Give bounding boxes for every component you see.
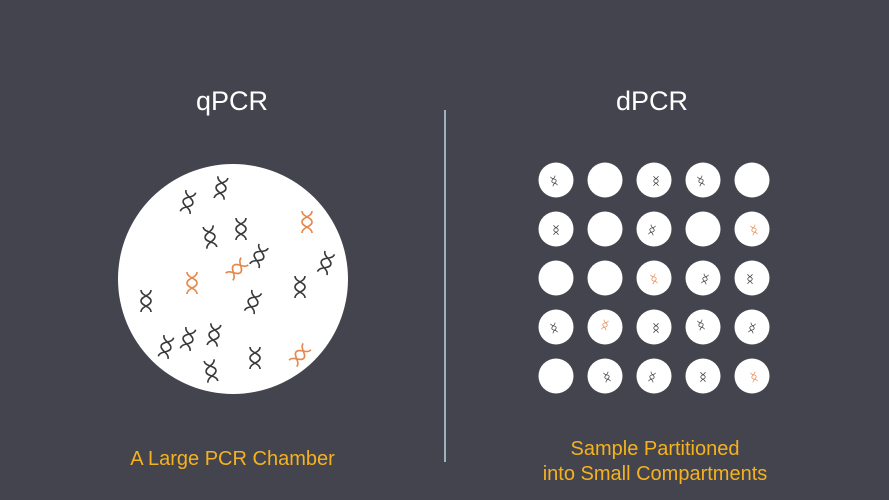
partition-well [685, 309, 721, 345]
partition-well [685, 211, 721, 247]
partition-well [734, 309, 770, 345]
dna-icon [653, 175, 659, 187]
dna-icon [203, 359, 219, 383]
dpcr-caption-line1: Sample Partitioned [570, 438, 740, 460]
partition-well [538, 260, 574, 296]
dna-icon [213, 176, 229, 200]
dna-icon [202, 225, 218, 249]
dna-icon [235, 217, 247, 241]
partition-well [636, 260, 672, 296]
dna-icon [603, 371, 611, 383]
dna-icon [550, 175, 558, 187]
partition-well [587, 162, 623, 198]
dna-icon [653, 322, 659, 334]
dna-icon [701, 273, 709, 285]
divider [444, 110, 446, 462]
partition-well [538, 211, 574, 247]
dna-icon [249, 243, 269, 269]
dna-icon [243, 289, 263, 315]
dna-target-icon [186, 271, 198, 295]
dna-target-icon [601, 319, 609, 331]
dna-icon [648, 371, 656, 383]
dna-icon [206, 323, 222, 347]
qpcr-caption: A Large PCR Chamber [130, 448, 335, 470]
dna-target-icon [650, 273, 658, 285]
dna-target-icon [225, 257, 249, 281]
dna-icon [179, 189, 197, 215]
dpcr-caption: Sample Partitioned into Small Compartmen… [505, 437, 805, 487]
partition-well [538, 358, 574, 394]
dna-icon [697, 175, 705, 187]
dna-icon [294, 275, 306, 299]
dna-target-icon [288, 342, 312, 368]
dna-icon [316, 250, 336, 276]
dna-icon [157, 334, 175, 360]
dna-icon [748, 322, 756, 334]
partition-well [685, 358, 721, 394]
dna-icon [140, 289, 152, 313]
dpcr-title: dPCR [615, 86, 689, 116]
dna-icon [700, 371, 706, 383]
qpcr-title: qPCR [195, 86, 269, 116]
partition-well [734, 162, 770, 198]
dpcr-caption-line2: into Small Compartments [542, 463, 768, 485]
partition-well [587, 260, 623, 296]
dna-icon [550, 322, 558, 334]
dna-icon [648, 224, 656, 236]
dna-icon [747, 273, 753, 285]
dna-icon [697, 319, 705, 331]
dna-icon [249, 346, 261, 370]
partition-well [587, 211, 623, 247]
dna-target-icon [301, 210, 313, 234]
dna-icon [179, 326, 197, 352]
dna-target-icon [750, 371, 758, 383]
dna-target-icon [750, 224, 758, 236]
